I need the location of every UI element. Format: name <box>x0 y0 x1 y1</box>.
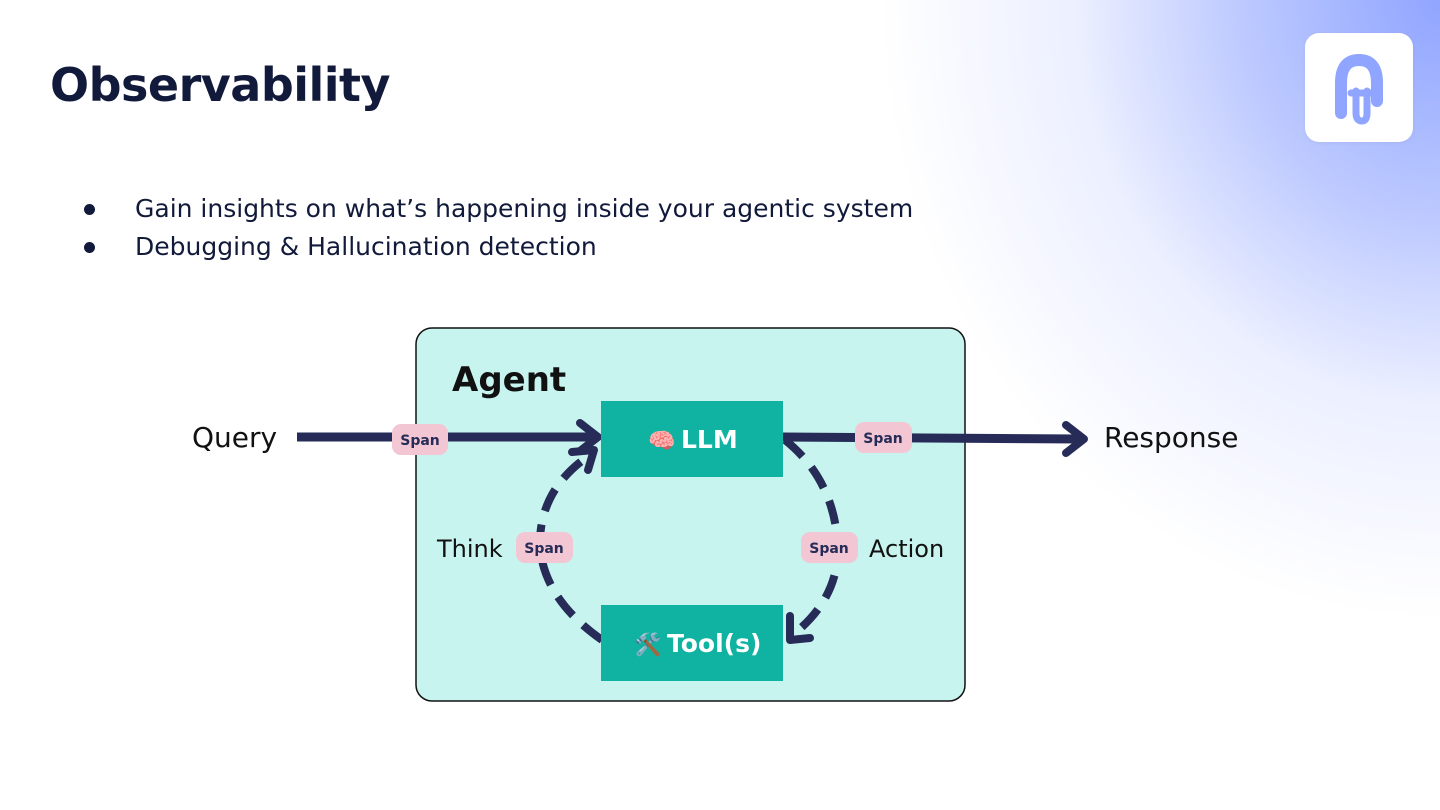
bullet-dot-icon <box>84 242 95 253</box>
tool-node <box>601 605 783 681</box>
span-badge-action: Span <box>801 532 858 563</box>
think-label: Think <box>436 535 503 563</box>
bullet-dot-icon <box>84 204 95 215</box>
action-label: Action <box>869 535 944 563</box>
response-label: Response <box>1104 421 1238 454</box>
slide-title: Observability <box>50 58 391 112</box>
hugging-face-agents-logo-icon <box>1335 53 1383 125</box>
span-badge-response: Span <box>855 422 912 453</box>
bullet-item: Gain insights on what’s happening inside… <box>82 190 913 228</box>
brain-icon: 🧠 <box>648 429 675 454</box>
response-arrow <box>782 432 1081 444</box>
llm-node <box>601 401 783 477</box>
bullet-item: Debugging & Hallucination detection <box>82 228 913 266</box>
logo <box>1305 33 1413 142</box>
hammer-wrench-icon: 🛠️ <box>634 631 661 658</box>
tool-node-label: Tool(s) <box>667 629 761 658</box>
query-label: Query <box>192 421 277 454</box>
action-arrowhead-icon <box>786 612 814 644</box>
bullet-text: Debugging & Hallucination detection <box>135 232 597 261</box>
span-badge-label: Span <box>809 541 849 557</box>
llm-node-label: LLM <box>681 425 738 454</box>
bullet-list: Gain insights on what’s happening inside… <box>82 190 913 266</box>
span-badge-label: Span <box>524 541 564 557</box>
agent-label: Agent <box>452 360 566 400</box>
span-badge-query: Span <box>392 424 448 455</box>
span-badge-think: Span <box>516 532 573 563</box>
span-badge-label: Span <box>863 431 903 447</box>
response-arrowhead-icon <box>1062 421 1088 457</box>
span-badge-label: Span <box>400 433 440 449</box>
bullet-text: Gain insights on what’s happening inside… <box>135 194 914 223</box>
query-arrowhead-icon <box>576 419 602 455</box>
agent-container <box>415 327 966 702</box>
